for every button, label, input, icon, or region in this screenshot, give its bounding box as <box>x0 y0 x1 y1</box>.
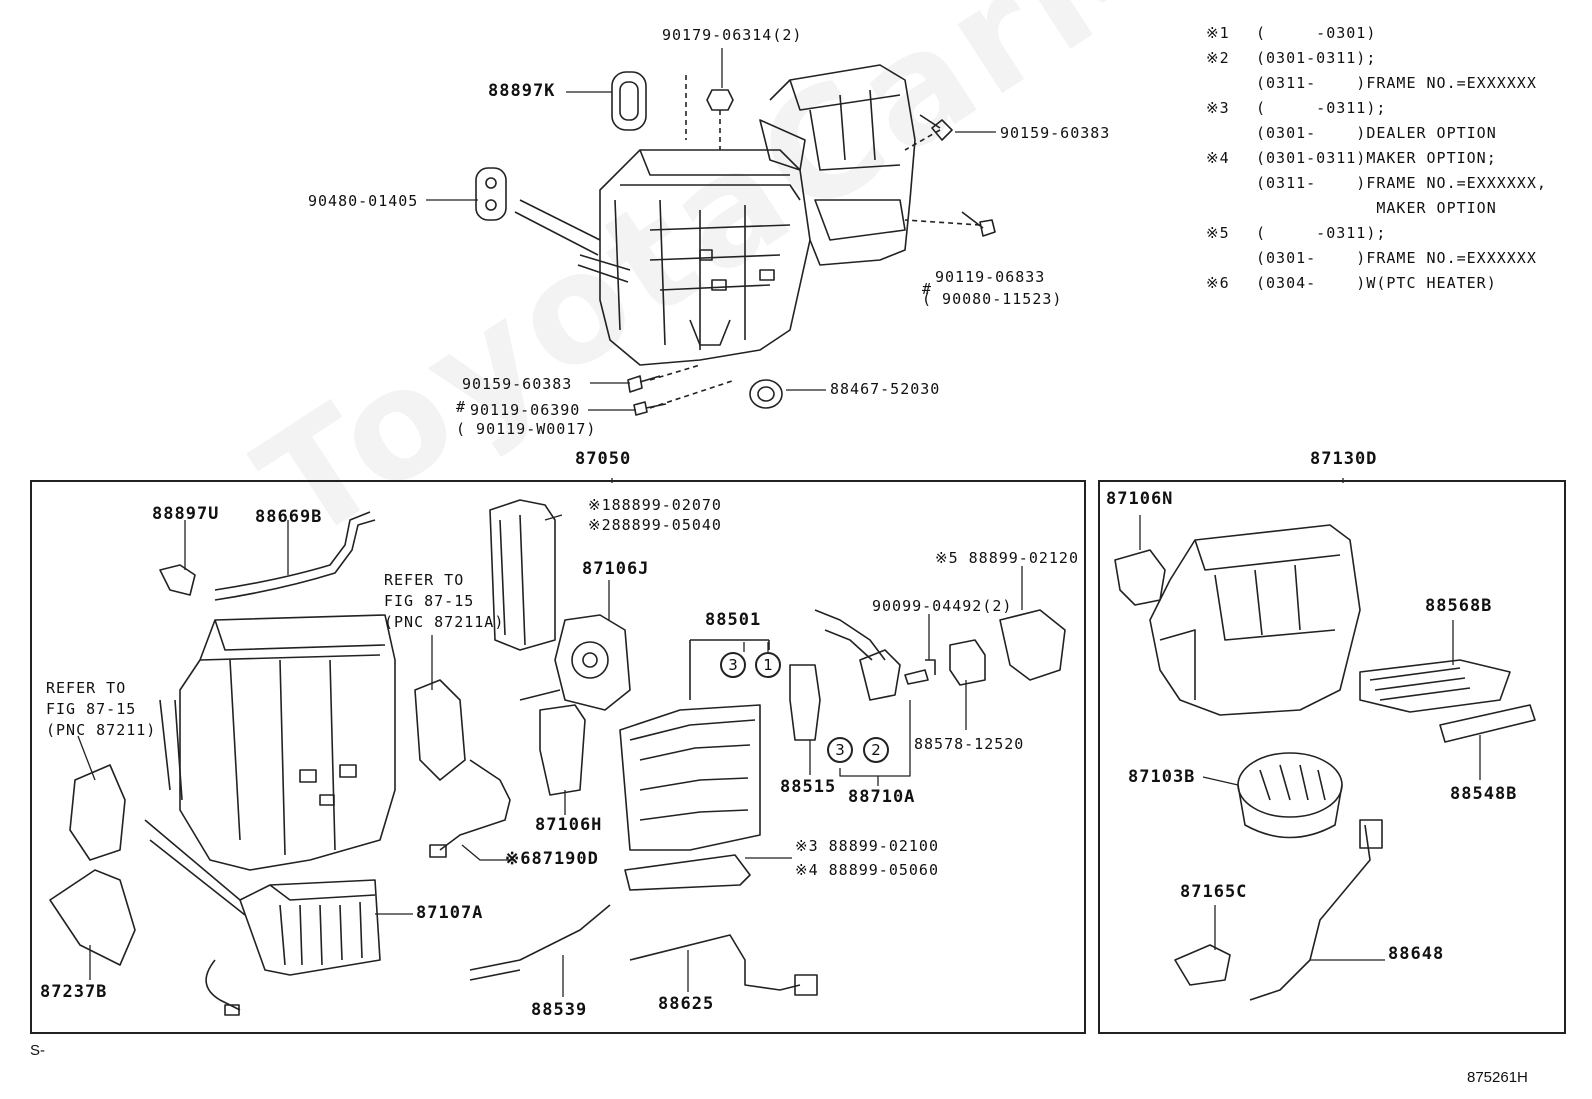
part-label-87165C: 87165C <box>1180 882 1248 902</box>
part-label-88578-12520: 88578-12520 <box>914 735 1025 753</box>
ref-note-line: FIG 87-15 <box>46 700 137 718</box>
ref-note-line: FIG 87-15 <box>384 592 475 610</box>
left-box-illustrations <box>49 499 1066 1016</box>
part-label-87106J: 87106J <box>582 559 650 579</box>
assembly-title-87130D: 87130D <box>1310 449 1378 469</box>
part-label-88899-05060: ※4 88899-05060 <box>795 861 939 879</box>
part-label-88648: 88648 <box>1388 944 1445 964</box>
note-text: ( -0301) <box>1256 24 1377 42</box>
part-label-87103B: 87103B <box>1128 767 1196 787</box>
part-label-90179-06314: 90179-06314(2) <box>662 26 803 44</box>
part-label-87237B: 87237B <box>40 982 108 1002</box>
note-line: ※3 ( -0311); <box>1206 99 1547 117</box>
part-label-90099-04492: 90099-04492(2) <box>872 597 1013 615</box>
note-line: ※6 (0304- )W(PTC HEATER) <box>1206 274 1547 292</box>
ref-note-line: (PNC 87211A) <box>384 613 505 631</box>
note-line: (0311- )FRAME NO.=EXXXXXX <box>1206 74 1547 92</box>
note-text: MAKER OPTION <box>1256 199 1497 217</box>
part-label-88899-02100: ※3 88899-02100 <box>795 837 939 855</box>
note-mark: ※5 <box>1206 224 1230 242</box>
note-line: ※4 (0301-0311)MAKER OPTION; <box>1206 149 1547 167</box>
part-label-88899-05040: ※288899-05040 <box>588 516 722 534</box>
note-text: ( -0311); <box>1256 224 1387 242</box>
callout-circle-2: 2 <box>863 737 889 763</box>
part-label-88515: 88515 <box>780 777 837 797</box>
note-line: (0301- )DEALER OPTION <box>1206 124 1547 142</box>
footer-code-left: S- <box>30 1042 45 1059</box>
ref-note-line: (PNC 87211) <box>46 721 157 739</box>
part-label-90159-60383-a: 90159-60383 <box>1000 124 1111 142</box>
part-label-88897K: 88897K <box>488 81 556 101</box>
diagram-id: 875261H <box>1467 1069 1528 1086</box>
note-mark: ※3 <box>1206 99 1230 117</box>
part-label-90159-60383-b: 90159-60383 <box>462 375 573 393</box>
part-label-88539: 88539 <box>531 1000 588 1020</box>
part-label-87106N: 87106N <box>1106 489 1174 509</box>
part-label-88568B: 88568B <box>1425 596 1493 616</box>
part-label-88548B: 88548B <box>1450 784 1518 804</box>
right-box-illustrations <box>1114 524 1536 1001</box>
part-label-88897U: 88897U <box>152 504 220 524</box>
part-label-88467-52030: 88467-52030 <box>830 380 941 398</box>
note-text: (0304- )W(PTC HEATER) <box>1256 274 1497 292</box>
part-label-90119-06390: 90119-06390 <box>470 401 581 419</box>
note-mark: ※1 <box>1206 24 1230 42</box>
note-text: (0311- )FRAME NO.=EXXXXXX, <box>1256 174 1547 192</box>
callout-circle-3: 3 <box>827 737 853 763</box>
top-heater-assembly <box>475 64 996 416</box>
part-label-90119-W0017: ( 90119-W0017) <box>456 420 597 438</box>
note-text: (0301- )DEALER OPTION <box>1256 124 1497 142</box>
ref-note-line: REFER TO <box>46 679 127 697</box>
part-label-90480-01405: 90480-01405 <box>308 192 419 210</box>
note-text: ( -0311); <box>1256 99 1387 117</box>
note-mark: ※4 <box>1206 149 1230 167</box>
note-line: MAKER OPTION <box>1206 199 1547 217</box>
note-mark: ※2 <box>1206 49 1230 67</box>
part-label-88669B: 88669B <box>255 507 323 527</box>
note-text: (0301-0311); <box>1256 49 1377 67</box>
note-line: (0301- )FRAME NO.=EXXXXXX <box>1206 249 1547 267</box>
part-label-87106H: 87106H <box>535 815 603 835</box>
assembly-87130D-frame <box>1098 480 1566 1034</box>
assembly-87050-frame <box>30 480 1086 1034</box>
ref-note-line: REFER TO <box>384 571 465 589</box>
note-text: (0301- )FRAME NO.=EXXXXXX <box>1256 249 1537 267</box>
part-label-88899-02070: ※188899-02070 <box>588 496 722 514</box>
part-label-88625: 88625 <box>658 994 715 1014</box>
hash-mark: # <box>922 280 933 298</box>
note-text: (0301-0311)MAKER OPTION; <box>1256 149 1497 167</box>
part-label-88710A: 88710A <box>848 787 916 807</box>
note-line: ※2 (0301-0311); <box>1206 49 1547 67</box>
callout-circle-1: 1 <box>755 652 781 678</box>
assembly-title-87050: 87050 <box>575 449 632 469</box>
part-label-88501: 88501 <box>705 610 762 630</box>
note-line: ※1 ( -0301) <box>1206 24 1547 42</box>
note-line: ※5 ( -0311); <box>1206 224 1547 242</box>
hash-mark: # <box>456 398 467 416</box>
note-text: (0311- )FRAME NO.=EXXXXXX <box>1256 74 1537 92</box>
part-label-87107A: 87107A <box>416 903 484 923</box>
note-line: (0311- )FRAME NO.=EXXXXXX, <box>1206 174 1547 192</box>
part-label-90119-06833: 90119-06833 <box>935 268 1046 286</box>
callout-circle-3: 3 <box>720 652 746 678</box>
part-label-90080-11523: ( 90080-11523) <box>922 290 1063 308</box>
part-label-87190D: ※687190D <box>505 849 599 869</box>
notes-block: ※1 ( -0301) ※2 (0301-0311); (0311- )FRAME … <box>1206 24 1547 292</box>
note-mark: ※6 <box>1206 274 1230 292</box>
part-label-88899-02120: ※5 88899-02120 <box>935 549 1079 567</box>
